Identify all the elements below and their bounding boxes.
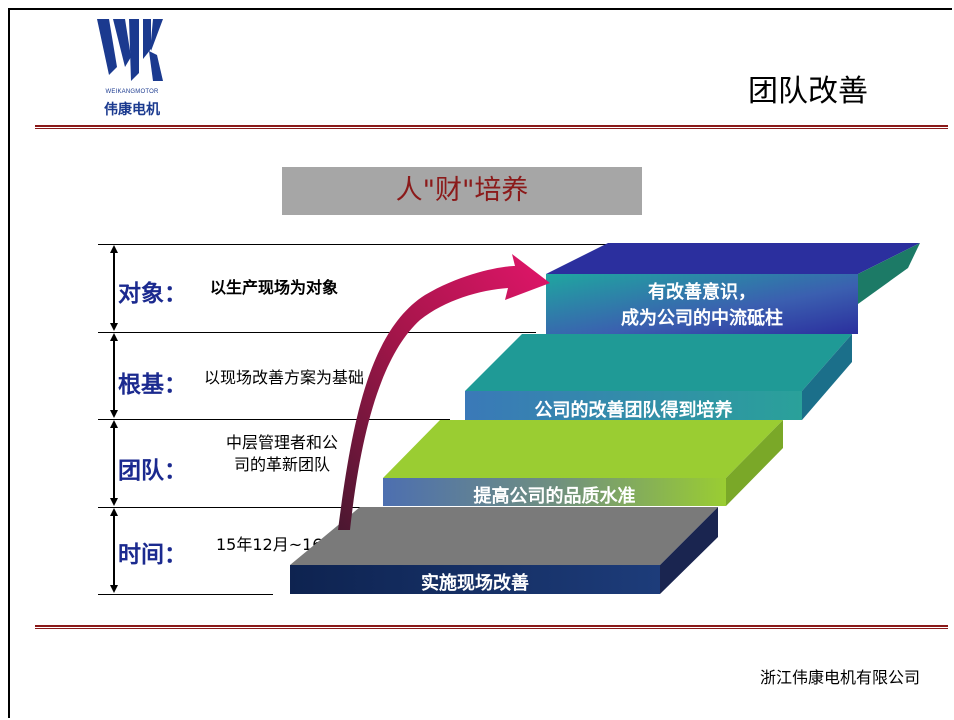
- step4-label-line2: 成为公司的中流砥柱: [621, 308, 783, 329]
- row-text-team-line2: 司的革新团队: [233, 455, 330, 474]
- slide-frame: [8, 8, 952, 718]
- step3-label: 公司的改善团队得到培养: [534, 400, 733, 421]
- arrow-down-icon: [110, 585, 118, 593]
- step2-top: [383, 420, 783, 478]
- row-divider: [98, 419, 450, 420]
- step1-label: 实施现场改善: [421, 573, 529, 594]
- step2-label: 提高公司的品质水准: [473, 486, 636, 507]
- step4-label-line1: 有改善意识，: [648, 282, 756, 303]
- banner-title: 人"财"培养: [282, 167, 642, 215]
- row-label-team: 团队：: [118, 458, 187, 484]
- step4-side: [858, 243, 920, 304]
- row-label-target: 对象：: [118, 281, 187, 307]
- span-arrow-line: [113, 252, 115, 324]
- step4-label: 有改善意识， 成为公司的中流砥柱: [546, 280, 858, 332]
- growth-arrow-icon: [338, 254, 550, 530]
- span-arrow-line: [113, 515, 115, 586]
- row-text-foundation: 以现场改善方案为基础: [204, 368, 365, 387]
- step2-side: [726, 420, 783, 506]
- arrow-down-icon: [110, 498, 118, 506]
- step3-top: [465, 334, 852, 391]
- step4-top: [546, 243, 920, 274]
- company-logo: [95, 15, 165, 87]
- logo-mark-icon: [97, 19, 163, 81]
- row-label-time: 时间：: [118, 542, 187, 568]
- row-divider: [98, 244, 626, 245]
- row-divider: [98, 507, 363, 508]
- row-divider: [98, 332, 536, 333]
- logo-brand-name: 伟康电机: [104, 102, 160, 118]
- span-arrow-line: [113, 340, 115, 411]
- step1-top: [290, 507, 718, 565]
- row-label-foundation: 根基：: [118, 372, 187, 398]
- row-text-team-line1: 中层管理者和公: [225, 433, 338, 452]
- arrow-up-icon: [110, 420, 118, 428]
- step1-front: [290, 565, 660, 594]
- step4-front: [546, 274, 858, 334]
- header-divider: [35, 125, 948, 130]
- step3-side: [802, 334, 852, 420]
- row-text-team: 中层管理者和公 司的革新团队: [212, 432, 352, 476]
- arrow-up-icon: [110, 333, 118, 341]
- page-title: 团队改善: [748, 74, 868, 109]
- step3-front: [465, 391, 802, 420]
- arrow-down-icon: [110, 410, 118, 418]
- arrow-down-icon: [110, 323, 118, 331]
- step1-side: [660, 507, 718, 594]
- arrow-up-icon: [110, 508, 118, 516]
- span-arrow-line: [113, 427, 115, 499]
- row-text-target: 以生产现场为对象: [210, 278, 339, 297]
- arrow-up-icon: [110, 245, 118, 253]
- company-footer: 浙江伟康电机有限公司: [760, 668, 921, 687]
- logo-subtitle: WEIKANGMOTOR: [105, 89, 159, 95]
- step2-front: [383, 478, 726, 506]
- row-divider: [98, 594, 273, 595]
- footer-divider: [35, 625, 948, 630]
